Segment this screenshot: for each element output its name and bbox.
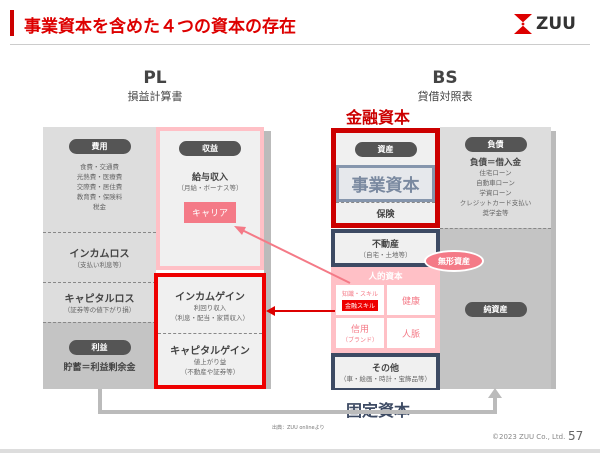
pl-profit: 利益 貯蓄＝利益剰余金 [43,322,156,389]
copyright: ©2023 ZUU Co., Ltd. [492,433,566,441]
other-assets: その他 （車・絵画・時計・宝飾品等） [335,357,436,388]
liabilities-main: 負債＝借入金 [469,158,521,168]
capital-gain-sub: 値上がり益 [193,358,227,366]
pl-shadow [264,131,271,389]
intangible-bubble: 無形資産 [424,250,484,272]
liability-item: 奨学金等 [482,209,509,217]
human-capital-label: 人的資本 [368,272,403,282]
pl-title: PL [143,68,167,88]
income-loss-sub: （支払い利息等） [73,261,126,269]
expense-pill: 費用 [68,139,131,154]
bs-title: BS [432,68,458,88]
net-assets-pill: 純資産 [464,301,527,317]
intangible-label: 無形資産 [438,256,470,266]
expense-item: 交際費・居住費 [76,183,123,191]
connector-arrowhead-icon [488,388,502,398]
liability-item: 住宅ローン [479,169,512,177]
source-note: 出典：ZUU onlineより [272,425,325,431]
other-label: その他 [371,364,399,374]
credit-label: 信用 [350,325,369,335]
income-loss-label: インカムロス [69,249,130,260]
salary-sub: （月給・ボーナス等） [177,184,243,192]
pl-subtitle: 損益計算書 [127,90,183,103]
skill-arrowhead-icon [266,306,275,316]
capital-loss-sub: （証券等の値下がり損） [63,306,136,314]
expense-item: 食費・交通費 [80,163,119,171]
expense-item: 教育費・保険料 [76,193,123,201]
salary-income: 給与収入 [191,173,228,183]
liability-item: 自動車ローン [476,179,515,187]
career-box: キャリア [183,202,236,223]
business-capital-label: 事業資本 [339,168,432,199]
expense-item: 税金 [93,203,106,211]
liability-item: 学資ローン [479,189,512,197]
bottom-connector [98,389,497,414]
expense-item: 光熱費・医療費 [76,173,123,181]
pl-revenue: 収益 給与収入 （月給・ボーナス等） キャリア [156,127,264,270]
credit-sub: （ブランド） [341,337,378,344]
title-marker [10,10,14,36]
human-capital: 人的資本 知識・スキル 金融スキル 健康 信用 （ブランド） 人脈 [331,267,440,353]
fixed-capital-box: 不動産 （自宅・土地等） 人的資本 知識・スキル 金融スキル 健康 信用 （ブラ… [331,229,440,390]
pl-gains: インカムゲイン 利回り収入 （利息・配当・家賃収入） キャピタルゲイン 値上がり… [154,273,266,389]
financial-capital-box: 資産 事業資本 保険 [331,128,440,228]
knowledge-skill: 知識・スキル [341,291,378,298]
capital-gain-sub: （不動産や証券等） [180,368,240,376]
zuu-logo: ZUU [514,14,576,34]
capital-loss-label: キャピタルロス [64,294,135,305]
profit-text: 貯蓄＝利益剰余金 [63,362,136,373]
capital-gain-label: キャピタルゲイン [170,346,250,357]
other-sub: （車・絵画・時計・宝飾品等） [340,375,431,383]
logo-text: ZUU [536,14,576,34]
income-gain-sub: （利息・配当・家賃収入） [171,313,249,322]
financial-capital-label: 金融資本 [346,108,411,127]
page-title: 事業資本を含めた４つの資本の存在 [24,17,296,37]
liability-item: クレジットカード支払い [459,199,532,207]
page-number: 57 [568,429,584,443]
network-label: 人脈 [401,329,420,340]
bs-liabilities: 負債 負債＝借入金 住宅ローン 自動車ローン 学資ローン クレジットカード支払い… [440,127,551,228]
bottom-border [0,449,600,453]
real-estate-label: 不動産 [371,239,399,250]
real-estate-sub: （自宅・土地等） [359,250,412,259]
pl-capital-loss: キャピタルロス （証券等の値下がり損） [43,282,156,322]
income-gain-sub: 利回り収入 [193,303,227,312]
profit-pill: 利益 [68,339,131,355]
financial-skill-badge: 金融スキル [341,300,378,311]
revenue-pill: 収益 [179,141,241,156]
bs-shadow [550,131,556,389]
business-capital-box: 事業資本 [336,165,435,202]
real-estate: 不動産 （自宅・土地等） [335,233,436,263]
liabilities-pill: 負債 [464,137,527,152]
career-arrowhead-icon [234,226,246,235]
career-arrow [239,228,351,284]
assets-pill: 資産 [354,141,417,157]
pl-expense: 費用 食費・交通費 光熱費・医療費 交際費・居住費 教育費・保険料 税金 [43,127,156,232]
income-gain-label: インカムゲイン [175,291,245,303]
pl-income-loss: インカムロス （支払い利息等） [43,232,156,282]
header-line [10,44,590,45]
health-label: 健康 [401,296,420,307]
insurance-label: 保険 [376,209,395,220]
bs-subtitle: 貸借対照表 [417,90,473,103]
